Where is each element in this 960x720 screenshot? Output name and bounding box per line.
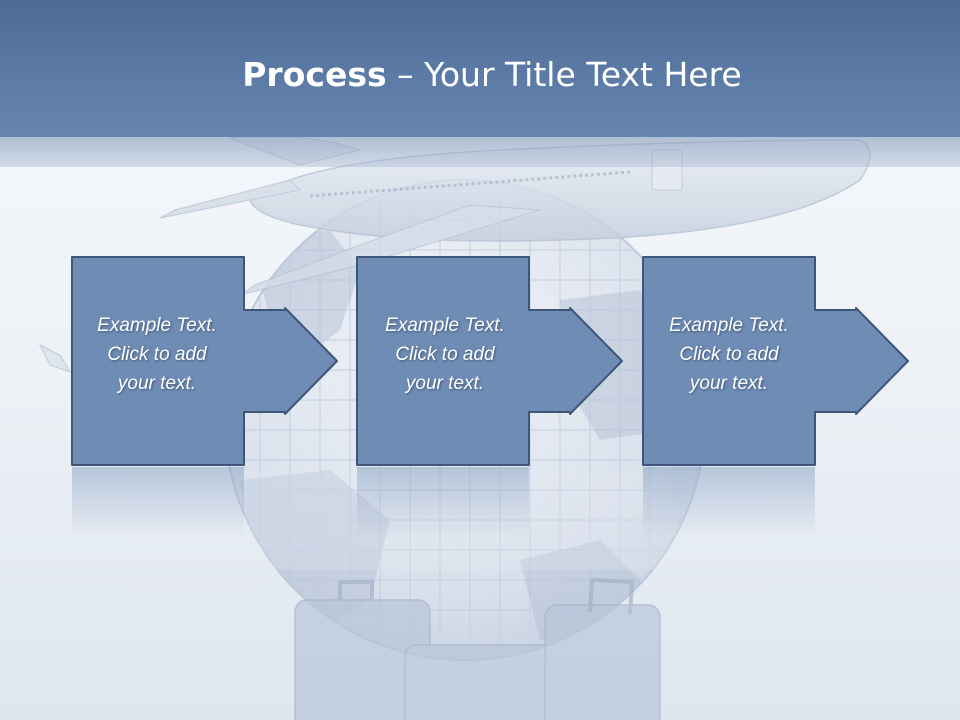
process-step-2[interactable] [356,256,623,466]
step-1-line-3: your text. [117,373,197,394]
step-2-line-3: your text. [405,373,485,394]
process-step-2-text[interactable]: Example Text. Click to add your text. [358,311,532,398]
title-rest-part: – Your Title Text Here [386,55,742,94]
title-bar-underline-strip [0,137,960,167]
step-3-line-1: Example Text. [669,315,789,336]
step-1-line-1: Example Text. [97,315,217,336]
process-step-3-shape [642,256,909,466]
process-step-1[interactable] [71,256,338,466]
step-2-line-1: Example Text. [385,315,505,336]
step-2-line-2: Click to add [395,344,495,365]
step-3-line-3: your text. [689,373,769,394]
title-bold-part: Process [242,55,387,94]
step-3-line-2: Click to add [679,344,779,365]
step-1-line-2: Click to add [107,344,207,365]
process-diagram [71,256,909,537]
process-reflections [72,467,815,537]
process-step-1-shape [71,256,338,466]
title-bar [0,0,960,137]
luggage-graphic [294,577,661,720]
process-step-1-text[interactable]: Example Text. Click to add your text. [70,311,244,398]
process-step-2-shape [356,256,623,466]
process-step-3-text[interactable]: Example Text. Click to add your text. [642,311,816,398]
slide-title[interactable]: Process – Your Title Text Here [0,54,960,96]
process-step-3[interactable] [642,256,909,466]
